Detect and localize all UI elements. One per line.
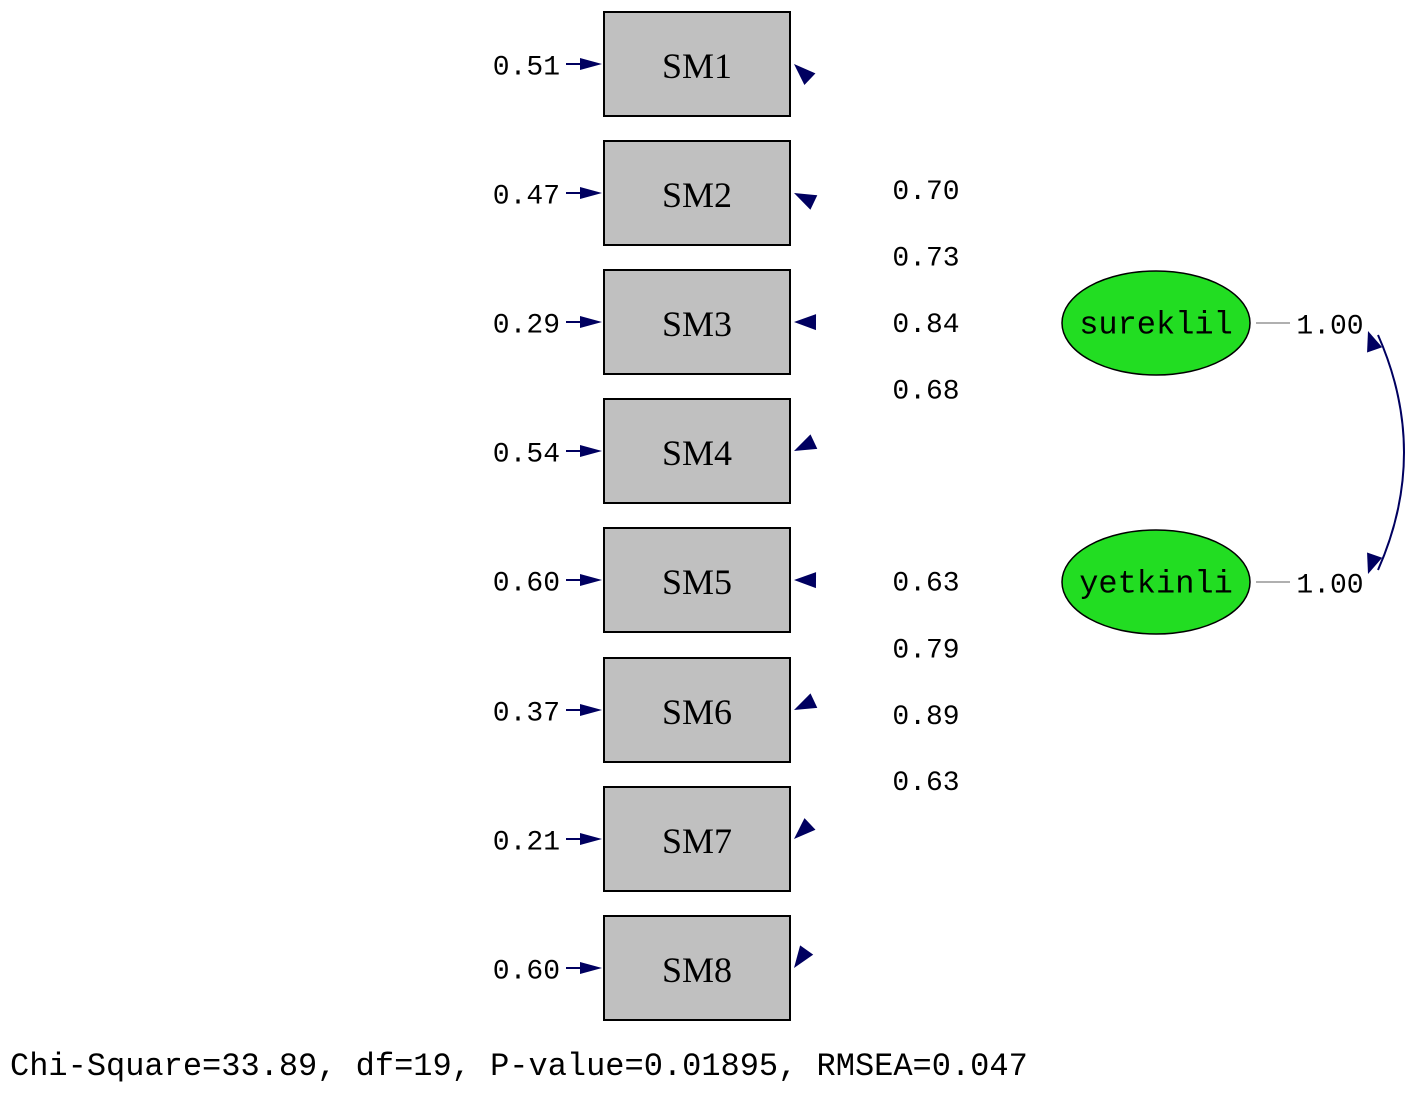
observed-variable-box xyxy=(603,140,791,246)
error-arrowhead xyxy=(580,574,602,586)
error-variance-label: 0.29 xyxy=(493,311,560,342)
factor-loading-label: 0.63 xyxy=(892,568,959,599)
observed-variable-label: SM5 xyxy=(662,562,732,602)
observed-variable-box xyxy=(603,657,791,763)
factor-loading-arrowhead xyxy=(794,64,816,85)
factor-loading-label: 0.70 xyxy=(892,177,959,208)
loading-label-bg xyxy=(888,700,964,729)
covariance-curve xyxy=(1377,334,1405,571)
error-arrowhead xyxy=(580,58,602,70)
factor-loading-arrowhead xyxy=(794,818,816,839)
error-arrowhead xyxy=(580,316,602,328)
factor-loading-label: 0.73 xyxy=(892,244,959,275)
fit-statistics: Chi-Square=33.89, df=19, P-value=0.01895… xyxy=(10,1048,1028,1085)
observed-variable-label: SM3 xyxy=(662,304,732,344)
covariance-arrowhead-top xyxy=(1367,331,1383,353)
factor-loading-arrowhead xyxy=(794,693,818,710)
factor-loading-label: 0.63 xyxy=(892,768,959,799)
observed-variable-box xyxy=(603,269,791,375)
error-arrowhead xyxy=(580,962,602,974)
error-variance-label: 0.60 xyxy=(493,569,560,600)
factor-loading-label: 0.79 xyxy=(892,635,959,666)
observed-variable-label: SM7 xyxy=(662,821,732,861)
factor-loading-arrowhead xyxy=(794,945,814,968)
latent-variance-label: 1.00 xyxy=(1296,571,1363,602)
covariance-arrowhead-bottom xyxy=(1367,552,1383,574)
loading-label-bg xyxy=(888,766,964,795)
observed-variable-label: SM8 xyxy=(662,950,732,990)
loading-label-bg xyxy=(888,633,964,662)
loading-label-bg xyxy=(888,566,964,595)
latent-variance-label: 1.00 xyxy=(1296,312,1363,343)
latent-variable-label: yetkinli xyxy=(1079,566,1233,603)
observed-variable-box xyxy=(603,915,791,1021)
factor-loading-arrowhead xyxy=(794,193,818,210)
factor-loading-label: 0.68 xyxy=(892,376,959,407)
error-variance-label: 0.60 xyxy=(493,957,560,988)
error-arrowhead xyxy=(580,445,602,457)
loading-label-bg xyxy=(888,242,964,271)
factor-loading-label: 0.84 xyxy=(892,310,959,341)
factor-loading-arrowhead xyxy=(794,314,817,331)
error-variance-label: 0.51 xyxy=(493,53,560,84)
error-variance-label: 0.37 xyxy=(493,699,560,730)
error-variance-label: 0.21 xyxy=(493,828,560,859)
latent-variable-label: sureklil xyxy=(1079,307,1233,344)
observed-variable-label: SM6 xyxy=(662,692,732,732)
factor-loading-arrowhead xyxy=(794,572,817,589)
loading-label-bg xyxy=(888,308,964,337)
loading-label-bg xyxy=(888,374,964,403)
error-variance-label: 0.47 xyxy=(493,182,560,213)
observed-variable-box xyxy=(603,398,791,504)
observed-variable-box xyxy=(603,11,791,117)
loading-label-bg xyxy=(888,175,964,204)
factor-loading-arrowhead xyxy=(794,434,818,451)
factor-loading-label: 0.89 xyxy=(892,702,959,733)
observed-variable-label: SM1 xyxy=(662,46,732,86)
error-arrowhead xyxy=(580,833,602,845)
latent-variable-ellipse xyxy=(1061,529,1251,635)
error-variance-label: 0.54 xyxy=(493,440,560,471)
latent-variable-ellipse xyxy=(1061,270,1251,376)
observed-variable-label: SM4 xyxy=(662,433,732,473)
error-arrowhead xyxy=(580,704,602,716)
error-arrowhead xyxy=(580,187,602,199)
observed-variable-box xyxy=(603,786,791,892)
observed-variable-label: SM2 xyxy=(662,175,732,215)
observed-variable-box xyxy=(603,527,791,633)
